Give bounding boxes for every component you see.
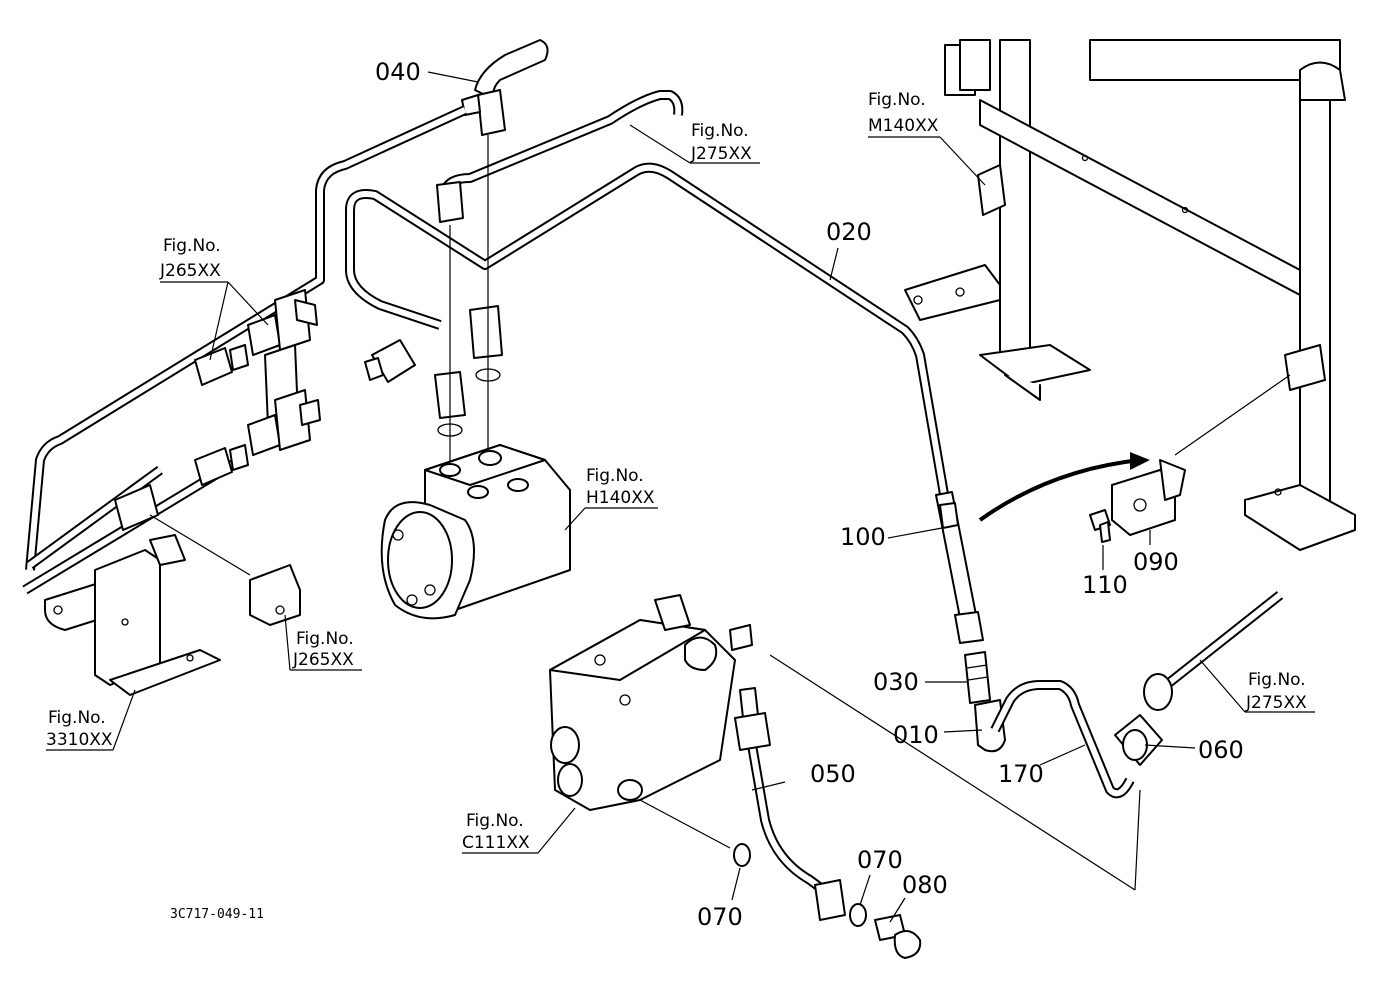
drawing-code: 3C717-049-11 <box>170 907 264 922</box>
ref-h140-1: Fig.No. <box>586 466 644 486</box>
ref-j275-top-2: J275XX <box>690 144 752 164</box>
label-060: 060 <box>1198 736 1244 764</box>
washer-070-right <box>849 903 867 927</box>
label-050: 050 <box>810 760 856 788</box>
ref-3310-2: 3310XX <box>46 730 113 750</box>
label-020: 020 <box>826 218 872 246</box>
bolt-110 <box>1089 509 1111 543</box>
leader-lines <box>149 374 1291 891</box>
pipe-050 <box>734 687 846 921</box>
ref-j275-right-2: J275XX <box>1245 693 1307 713</box>
ref-h140-2: H140XX <box>586 488 655 508</box>
label-100: 100 <box>840 523 886 551</box>
port-fittings <box>434 135 503 470</box>
label-080: 080 <box>902 871 948 899</box>
ref-j265-bottom-1: Fig.No. <box>296 629 354 649</box>
tee-assembly <box>247 289 321 456</box>
label-090: 090 <box>1133 548 1179 576</box>
steering-unit <box>380 444 571 620</box>
figure-references: Fig.No. J275XX Fig.No. M140XX Fig.No. J2… <box>46 90 1315 854</box>
label-170: 170 <box>998 760 1044 788</box>
label-110: 110 <box>1082 571 1128 599</box>
ref-j265-bottom-2: J265XX <box>292 650 354 670</box>
clamp-brackets <box>44 534 301 696</box>
ref-m140-1: Fig.No. <box>868 90 926 110</box>
direction-arrow <box>978 458 1141 522</box>
hose-100 <box>935 491 984 644</box>
plug-080 <box>874 914 922 959</box>
left-fittings <box>114 344 249 531</box>
label-010: 010 <box>893 721 939 749</box>
fitting-040 <box>461 39 549 136</box>
ref-m140-2: M140XX <box>868 116 939 136</box>
ref-j265-top-2: J265XX <box>159 261 221 281</box>
washer-070-left <box>733 843 751 867</box>
bracket-090 <box>1111 459 1186 536</box>
label-070-right: 070 <box>857 846 903 874</box>
hose-j275-right <box>1143 591 1284 711</box>
ref-j275-top-1: Fig.No. <box>691 121 749 141</box>
label-040: 040 <box>375 58 421 86</box>
pipe-170 <box>990 680 1135 799</box>
plug-fitting <box>364 339 416 383</box>
ref-c111-1: Fig.No. <box>466 811 524 831</box>
part-labels: 040 020 100 030 010 170 060 090 110 050 … <box>375 58 1244 931</box>
ref-j265-top-1: Fig.No. <box>163 236 221 256</box>
ref-c111-2: C111XX <box>462 833 530 853</box>
label-070-left: 070 <box>697 903 743 931</box>
fitting-030 <box>964 651 991 704</box>
frame-structure <box>904 39 1356 551</box>
control-valve <box>549 594 753 811</box>
label-030: 030 <box>873 668 919 696</box>
ref-j275-right-1: Fig.No. <box>1248 670 1306 690</box>
ref-3310-1: Fig.No. <box>48 708 106 728</box>
pipe-j275-top <box>436 90 684 223</box>
fitting-060 <box>1114 714 1163 766</box>
pipe-020 <box>345 162 970 601</box>
elbow-010 <box>974 699 1006 753</box>
